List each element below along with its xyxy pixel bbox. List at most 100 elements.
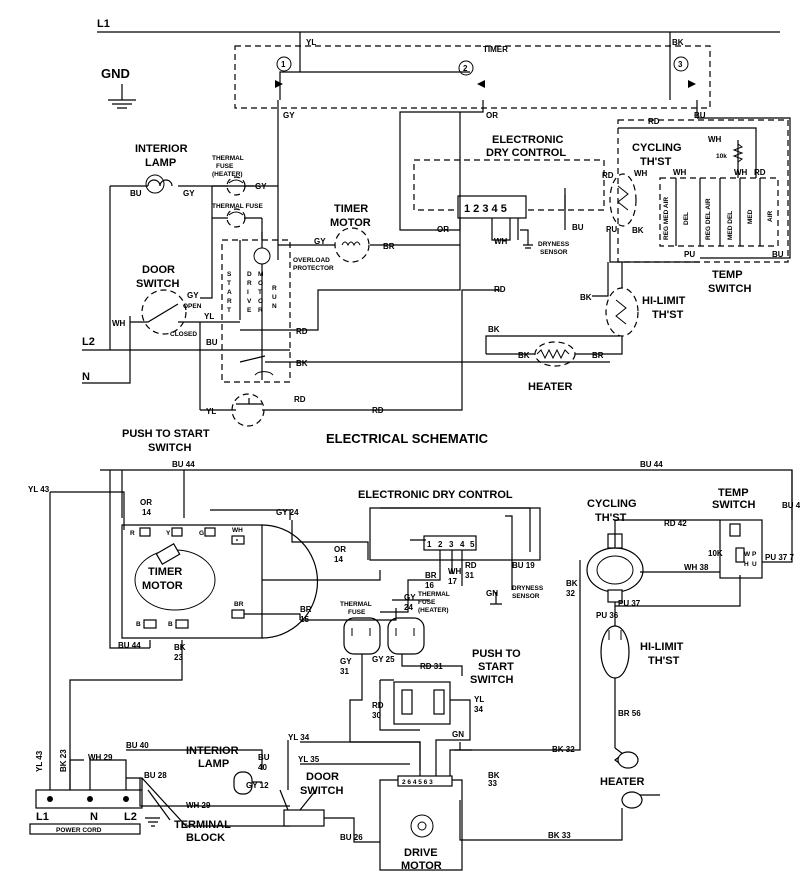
lw-door-switch (283, 809, 325, 827)
lw-bk23b: BK 23 (59, 749, 68, 772)
ct-pu-label: PU (606, 225, 617, 234)
thermal-fuse-heater-icon (226, 176, 246, 196)
door-closed-label: CLOSED (170, 331, 197, 338)
temp-switch-label-1: TEMP (712, 269, 743, 281)
lw-temp-switch (719, 519, 763, 579)
lw-br16-1: BR (425, 571, 437, 580)
timer-motor-label-1: TIMER (334, 203, 368, 215)
lw-gn: GN (486, 589, 498, 598)
cycling-thst-label-2: TH'ST (640, 156, 672, 168)
lw-br16-2: 16 (425, 581, 434, 590)
lw-br56: BR 56 (618, 709, 641, 718)
lw-bu44-c: BU 44 (782, 501, 800, 510)
lw-bk33v-2: 33 (488, 779, 497, 788)
timer-contact-2: 2 (463, 64, 468, 73)
overload-protector-label: OVERLOAD (293, 257, 330, 264)
lw-dm-2: MOTOR (401, 860, 442, 872)
hi-limit-label-2: TH'ST (652, 309, 684, 321)
cycling-thst-icon (609, 173, 637, 227)
lw-tb-l2: L2 (124, 811, 137, 823)
cycling-thst-label-1: CYCLING (632, 142, 682, 154)
dm-i: I (247, 289, 249, 296)
door-wh-label: WH (112, 319, 126, 328)
lw-rd31-1: RD (465, 561, 477, 570)
lw-gy31-1: GY (340, 657, 352, 666)
lw-edc-t1: 1 (427, 540, 432, 549)
thermal-fuse-heater-label: THERMAL (212, 155, 244, 162)
heater-bk2-label: BK (488, 325, 500, 334)
lw-ct-2: TH'ST (595, 512, 627, 524)
push-to-start-label-2: SWITCH (148, 442, 191, 454)
tc-reg-med-air: REG MED AIR (663, 197, 670, 240)
push-to-start-icon (231, 393, 265, 427)
lw-gn2: GN (452, 730, 464, 739)
timer-box (234, 45, 711, 109)
lw-yl34-1: YL (474, 695, 484, 704)
ts-10k-label: 10k (716, 153, 727, 160)
heater-bk-label: BK (518, 351, 530, 360)
lw-timer-motor-2: MOTOR (142, 580, 183, 592)
ct-wh-label: WH (634, 169, 648, 178)
lw-ts-w: W (744, 551, 751, 558)
lw-thermal-fuse (343, 617, 381, 655)
lamp-icon (145, 174, 165, 194)
thermal-fuse-label: THERMAL FUSE (212, 203, 263, 210)
ts-rd2-label: RD (754, 168, 766, 177)
lw-yl34b: YL 34 (288, 733, 310, 742)
lw-wh29: WH 29 (88, 753, 113, 762)
lw-hi-limit (600, 625, 630, 679)
dm-r: R (247, 280, 252, 287)
ts-rd-label: RD (648, 117, 660, 126)
tc-reg-del-air: REG DEL AIR (705, 198, 712, 240)
heater-br-label: BR (592, 351, 604, 360)
tm-br-label: BR (383, 242, 395, 251)
lw-bu44-b: BU 44 (640, 460, 663, 469)
drive-motor-box (221, 239, 291, 383)
lw-gy24b-2: 24 (404, 603, 413, 612)
lw-pts-1: PUSH TO (472, 648, 521, 660)
start-a: A (227, 289, 232, 296)
dm-t: T (258, 289, 262, 296)
tc-med-del: MED DEL (727, 211, 734, 240)
lw-pu37b: PU 37 (618, 599, 641, 608)
dm-o: O (258, 280, 263, 287)
ts-wh-label: WH (708, 135, 722, 144)
pts-rd-label: RD (294, 395, 306, 404)
lw-ts-u: U (752, 561, 757, 568)
lw-yl34-2: 34 (474, 705, 483, 714)
lw-thermal-fuse-heater (387, 617, 425, 655)
lw-bk23-2: 23 (174, 653, 183, 662)
tm-b: B (136, 621, 141, 628)
lw-ds-2: SWITCH (300, 785, 343, 797)
thermal-fuse-heater-label-2: FUSE (216, 163, 234, 170)
tc-air: AIR (767, 211, 774, 223)
lw-or14-2: 14 (142, 508, 151, 517)
lw-ds-1: DOOR (306, 771, 339, 783)
ts-pu-label: PU (684, 250, 695, 259)
ts-wh3-label: WH (734, 168, 748, 177)
lw-bk32-1: BK (566, 579, 578, 588)
timer-motor-label-2: MOTOR (330, 217, 371, 229)
lw-pts-2: START (478, 661, 514, 673)
door-switch-icon (141, 289, 187, 335)
lw-rd31-2: 31 (465, 571, 474, 580)
lw-gy12: GY 12 (246, 781, 269, 790)
door-yl-label: YL (204, 312, 214, 321)
lw-bk33v-1: BK (488, 771, 500, 780)
edc-terminals: 1 2 3 4 5 (464, 203, 507, 215)
lw-bu40b-1: BU (258, 753, 270, 762)
timer-motor-icon (334, 227, 370, 263)
lw-bk32b: BK 32 (552, 745, 575, 754)
edc-label-1: ELECTRONIC (492, 134, 564, 146)
edc-bu-label: BU (572, 223, 584, 232)
lw-heater-label: HEATER (600, 776, 644, 788)
lw-bk32-2: 32 (566, 589, 575, 598)
temp-switch-contacts (659, 177, 779, 247)
lw-tb-l1: L1 (36, 811, 49, 823)
lw-il-1: INTERIOR (186, 745, 239, 757)
tm-r: R (130, 530, 135, 537)
l2-label: L2 (82, 336, 95, 348)
dryness-sensor-label-2: SENSOR (540, 249, 568, 256)
lw-lamp (233, 771, 253, 795)
lw-pu37: PU 37 7 (765, 553, 794, 562)
